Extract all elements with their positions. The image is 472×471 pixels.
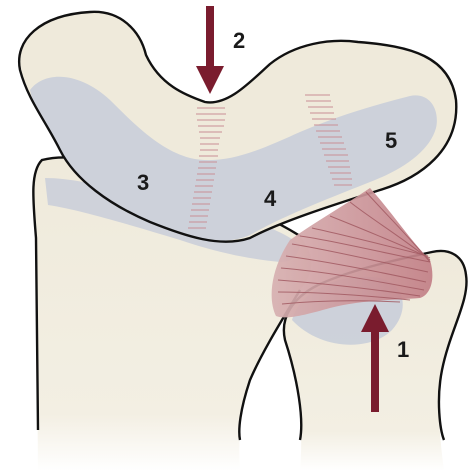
label-5: 5 — [385, 128, 397, 153]
label-4: 4 — [264, 186, 277, 211]
arrow-2 — [196, 6, 224, 94]
label-1: 1 — [397, 337, 409, 362]
label-2: 2 — [233, 28, 245, 53]
label-3: 3 — [137, 170, 149, 195]
